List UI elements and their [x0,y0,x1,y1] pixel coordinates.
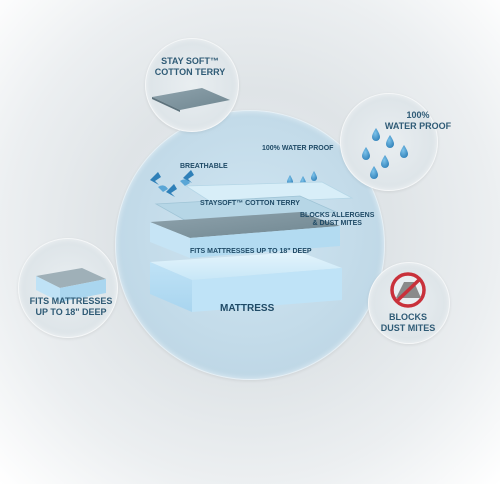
fits-mattresses-line1: FITS MATTRESSES [29,296,113,306]
mattress-label: MATTRESS [220,303,275,314]
layer-encasement [150,212,340,258]
fits-mattresses-label: FITS MATTRESSES UP TO 18" DEEP [26,296,116,318]
breathable-label: BREATHABLE [180,163,228,170]
cotton-terry-line1: STAY SOFT™ [161,56,219,66]
layer-cotton-terry [154,195,337,223]
water-drops-callout [362,128,408,179]
cotton-terry-swatch [152,88,230,112]
mattress-body [150,252,342,312]
breathable-arrows [150,170,194,197]
water-proof-label: 100% WATER PROOF [378,110,458,132]
water-proof-line1: 100% [406,110,430,120]
fits-mattresses-line2: UP TO 18" DEEP [35,306,107,317]
blocks-allergens-label: BLOCKS ALLERGENS & DUST MITES [300,212,374,229]
blocks-dust-line2: DUST MITES [380,322,436,333]
cotton-terry-label: STAY SOFT™ COTTON TERRY [150,56,230,78]
water-proof-line2: WATER PROOF [384,120,452,131]
cotton-terry-circle [145,38,239,132]
mini-mattress [36,268,106,302]
blocks-allergens-line2: & DUST MITES [312,220,362,228]
staysoft-label: STAYSOFT™ COTTON TERRY [200,200,300,207]
water-proof-diagram-label: 100% WATER PROOF [262,145,334,152]
no-dust-mites-sign [390,272,426,308]
blocks-dust-label: BLOCKS DUST MITES [368,312,448,334]
cotton-terry-line2: COTTON TERRY [154,66,226,77]
blocks-allergens-line1: BLOCKS ALLERGENS [300,212,375,219]
layer-waterproof [184,181,354,205]
fits-mattresses-diagram-label: FITS MATTRESSES UP TO 18" DEEP [190,248,312,255]
blocks-dust-line1: BLOCKS [389,312,427,322]
